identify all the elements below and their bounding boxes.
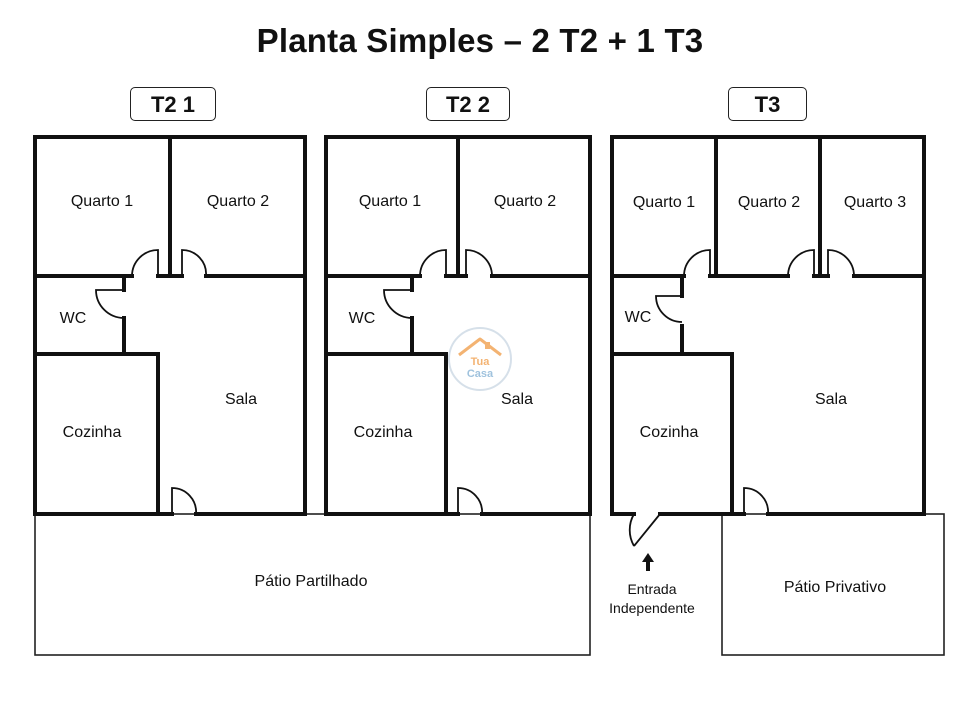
room-wc-t2-1: WC: [60, 310, 87, 327]
room-cozinha-t3: Cozinha: [640, 424, 699, 441]
unit-t2-2: [324, 135, 592, 516]
room-wc-t3: WC: [625, 309, 652, 326]
shared-patio-label: Pátio Partilhado: [255, 573, 368, 590]
up-arrow-icon: [642, 553, 654, 571]
watermark-text-1: Tua: [471, 356, 491, 368]
room-quarto-2-t2-2: Quarto 2: [494, 193, 556, 210]
room-sala-t2-2: Sala: [501, 391, 533, 408]
room-quarto-1-t2-1: Quarto 1: [71, 193, 133, 210]
doors-t2-1: [95, 249, 207, 515]
unit-label-t2-1: T2 1: [130, 87, 216, 121]
entrance-label-line-2: Independente: [609, 600, 695, 616]
doors-t3: [628, 249, 855, 547]
doors-t2-2: [383, 249, 493, 515]
unit-t3: [610, 135, 926, 516]
unit-label-t3: T3: [728, 87, 807, 121]
room-quarto-1-t3: Quarto 1: [633, 194, 695, 211]
page-title: Planta Simples – 2 T2 + 1 T3: [256, 22, 704, 59]
entrance-label-line-1: Entrada: [627, 581, 676, 597]
room-quarto-2-t2-1: Quarto 2: [207, 193, 269, 210]
unit-t2-1: [33, 135, 307, 516]
room-wc-t2-2: WC: [349, 310, 376, 327]
entrance-door: [628, 513, 661, 547]
room-sala-t3: Sala: [815, 391, 847, 408]
unit-label-t2-2: T2 2: [426, 87, 510, 121]
room-sala-t2-1: Sala: [225, 391, 257, 408]
shared-patio-outline: [34, 513, 591, 656]
watermark-text-2: Casa: [467, 368, 494, 380]
watermark-logo: Tua Casa: [448, 327, 512, 391]
room-quarto-2-t3: Quarto 2: [738, 194, 800, 211]
room-cozinha-t2-2: Cozinha: [354, 424, 413, 441]
room-cozinha-t2-1: Cozinha: [63, 424, 122, 441]
room-quarto-1-t2-2: Quarto 1: [359, 193, 421, 210]
room-quarto-3-t3: Quarto 3: [844, 194, 906, 211]
private-patio-label: Pátio Privativo: [784, 579, 886, 596]
